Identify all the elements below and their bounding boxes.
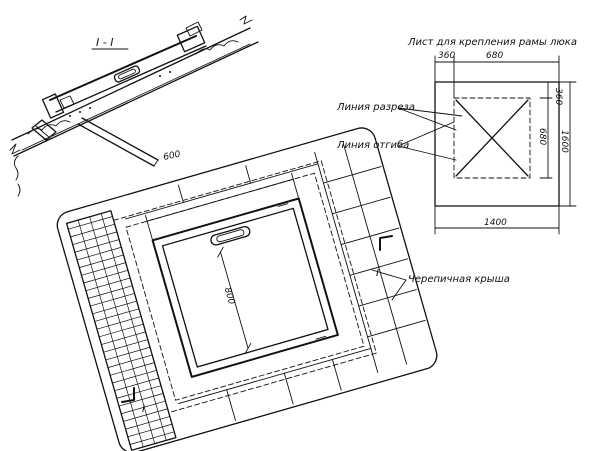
cut-line-label: Линия разреза xyxy=(336,102,415,113)
dim-right-total: 1600 xyxy=(559,130,569,153)
section-mark-label: I - I xyxy=(96,36,113,49)
hatch-lid xyxy=(161,207,329,368)
sheet-outline xyxy=(434,81,560,207)
section-cut-mark-bottom: I xyxy=(142,404,145,415)
dim-bottom-total: 1400 xyxy=(484,218,507,228)
cut-line-leader xyxy=(397,107,463,131)
sheet-title: Лист для крепления рамы люка xyxy=(407,37,577,48)
hatch-dimension: 800 xyxy=(217,246,252,354)
section-cut-mark-top: I xyxy=(376,268,379,279)
sheet-outline-dashed xyxy=(125,172,365,401)
tile-roof-label: Черепичная крыша xyxy=(408,274,510,285)
dim-top-left: 360 xyxy=(438,51,455,61)
dim-right-top: 360 xyxy=(553,88,563,105)
sheet-outer-dashed xyxy=(113,160,377,414)
roof-outline xyxy=(56,127,438,451)
section-view: I - I xyxy=(9,15,259,197)
sheet-detail: Лист для крепления рамы люка 360 680 360… xyxy=(336,37,577,235)
roof-slab xyxy=(9,15,259,157)
dim-top-right: 680 xyxy=(486,51,503,61)
cut-line-diagonal-2 xyxy=(455,99,529,177)
bend-line-leader xyxy=(397,121,457,161)
roof-tile-grid xyxy=(125,143,426,421)
dim-right-mid: 680 xyxy=(537,128,547,145)
hatch-frame xyxy=(151,197,339,378)
support-rod: 600 xyxy=(77,117,182,167)
tile-roof-callout: Черепичная крыша xyxy=(371,269,510,301)
hatch-handle xyxy=(210,225,251,246)
section-cut-markers: I I xyxy=(121,235,393,415)
hatch-dim-value: 800 xyxy=(222,286,236,306)
plan-view: 800 xyxy=(56,127,438,451)
section-eave-detail xyxy=(13,119,57,197)
rod-dimension: 600 xyxy=(163,150,182,163)
bend-line-square xyxy=(453,97,531,179)
section-hatch-frame xyxy=(41,21,207,119)
bend-line-label: Линия отгиба xyxy=(336,139,409,151)
